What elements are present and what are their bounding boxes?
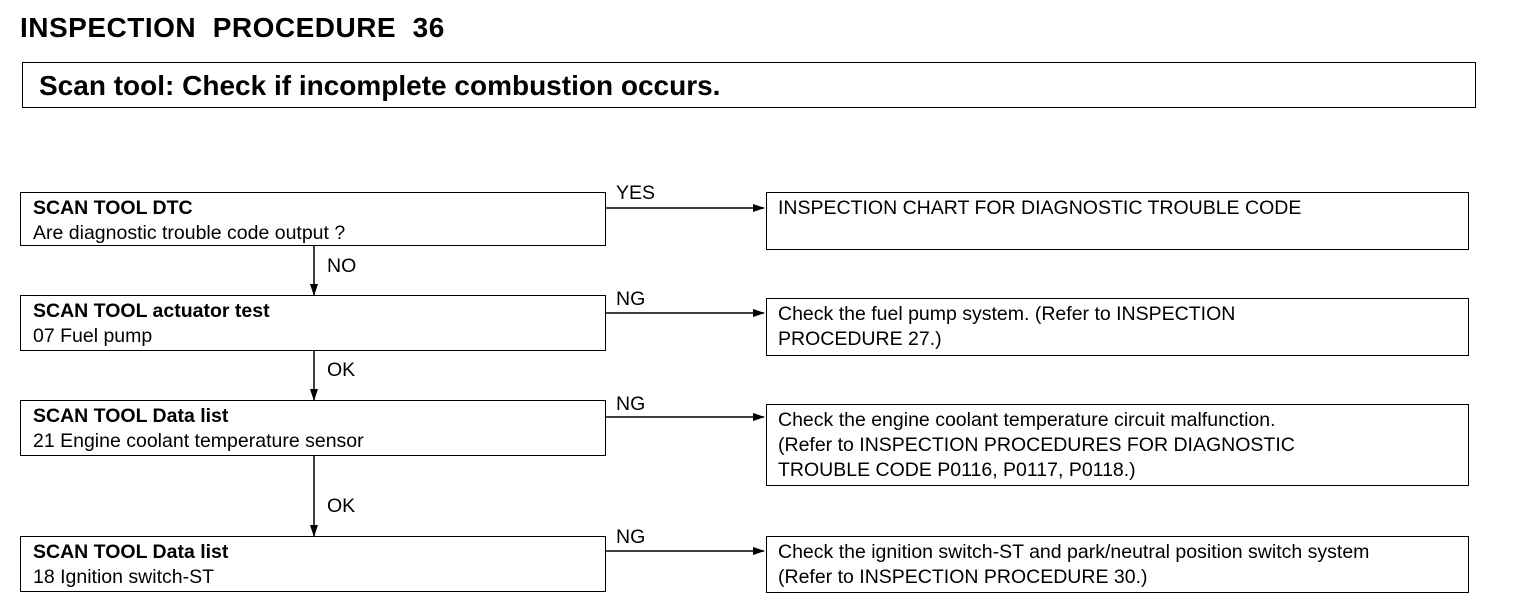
step-detail: 18 Ignition switch-ST: [33, 566, 214, 588]
next-label-no: NO: [327, 255, 357, 277]
result-box-3: Check the engine coolant temperature cir…: [766, 404, 1469, 486]
result-box-4: Check the ignition switch-ST and park/ne…: [766, 536, 1469, 593]
result-line: Check the fuel pump system. (Refer to IN…: [778, 303, 1236, 325]
next-label-ok: OK: [327, 359, 356, 381]
branch-label-ng: NG: [616, 526, 646, 548]
step-title: SCAN TOOL actuator test: [33, 300, 270, 322]
branch-label-ng: NG: [616, 393, 646, 415]
header-text: Scan tool: Check if incomplete combustio…: [39, 70, 721, 101]
step-detail: 21 Engine coolant temperature sensor: [33, 430, 364, 452]
result-line: Check the engine coolant temperature cir…: [778, 409, 1276, 431]
result-line: (Refer to INSPECTION PROCEDURE 30.): [778, 566, 1148, 588]
result-line: (Refer to INSPECTION PROCEDURES FOR DIAG…: [778, 434, 1295, 456]
step-title: SCAN TOOL Data list: [33, 405, 229, 427]
result-line: Check the ignition switch-ST and park/ne…: [778, 541, 1370, 563]
result-box-1: INSPECTION CHART FOR DIAGNOSTIC TROUBLE …: [766, 192, 1469, 250]
result-line: TROUBLE CODE P0116, P0117, P0118.): [778, 459, 1136, 481]
result-line: PROCEDURE 27.): [778, 328, 942, 350]
step-box-2: SCAN TOOL actuator test 07 Fuel pump: [20, 295, 606, 351]
result-box-2: Check the fuel pump system. (Refer to IN…: [766, 298, 1469, 356]
step-box-3: SCAN TOOL Data list 21 Engine coolant te…: [20, 400, 606, 456]
header-box: Scan tool: Check if incomplete combustio…: [22, 62, 1476, 108]
step-box-1: SCAN TOOL DTC Are diagnostic trouble cod…: [20, 192, 606, 246]
step-box-4: SCAN TOOL Data list 18 Ignition switch-S…: [20, 536, 606, 592]
step-title: SCAN TOOL DTC: [33, 197, 193, 219]
step-detail: 07 Fuel pump: [33, 325, 153, 347]
procedure-title: INSPECTION PROCEDURE 36: [20, 12, 445, 43]
step-detail: Are diagnostic trouble code output ?: [33, 222, 346, 244]
next-label-ok: OK: [327, 495, 356, 517]
step-title: SCAN TOOL Data list: [33, 541, 229, 563]
result-line: INSPECTION CHART FOR DIAGNOSTIC TROUBLE …: [778, 197, 1302, 219]
branch-label-ng: NG: [616, 288, 646, 310]
branch-label-yes: YES: [616, 182, 656, 204]
